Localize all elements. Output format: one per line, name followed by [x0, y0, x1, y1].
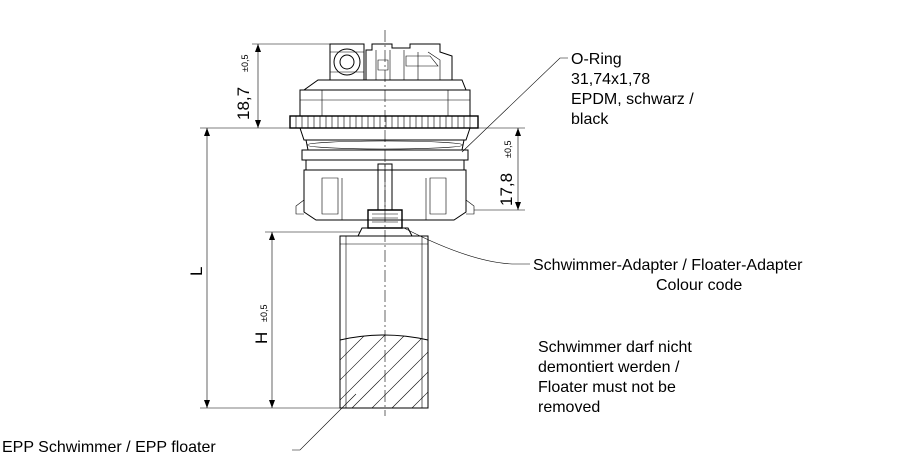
floater-leader [292, 393, 357, 451]
neck-height-tolerance: ±0,5 [503, 141, 513, 158]
o-ring-label-1: O-Ring [571, 51, 622, 68]
dimension-top-height [200, 43, 330, 129]
float-height-value: H [252, 332, 271, 344]
float-height-tolerance: ±0,5 [259, 305, 269, 322]
floater-label: EPP Schwimmer / EPP floater [2, 439, 216, 456]
dimension-float-height [265, 231, 360, 408]
note-label-2: demontiert werden / [538, 359, 680, 376]
neck-height-value: 17,8 [497, 173, 516, 206]
adapter-leader [403, 227, 530, 265]
note-label-4: removed [538, 399, 600, 416]
dimension-length [200, 128, 340, 409]
note-label-3: Floater must not be [538, 379, 676, 396]
o-ring-label-2: 31,74x1,78 [571, 71, 650, 88]
o-ring-label-3: EPDM, schwarz / [571, 91, 694, 108]
sensor-head [289, 43, 479, 237]
top-height-value: 18,7 [234, 87, 253, 120]
o-ring-leader [461, 57, 568, 153]
note-label-1: Schwimmer darf nicht [538, 339, 692, 356]
top-height-tolerance: ±0,5 [240, 55, 250, 72]
adapter-label-1: Schwimmer-Adapter / Floater-Adapter [533, 257, 803, 274]
float-body [339, 235, 429, 409]
length-value: L [187, 267, 206, 276]
dimension-neck-height [466, 127, 525, 211]
adapter-label-2: Colour code [656, 277, 742, 294]
o-ring-label-4: black [571, 111, 609, 128]
